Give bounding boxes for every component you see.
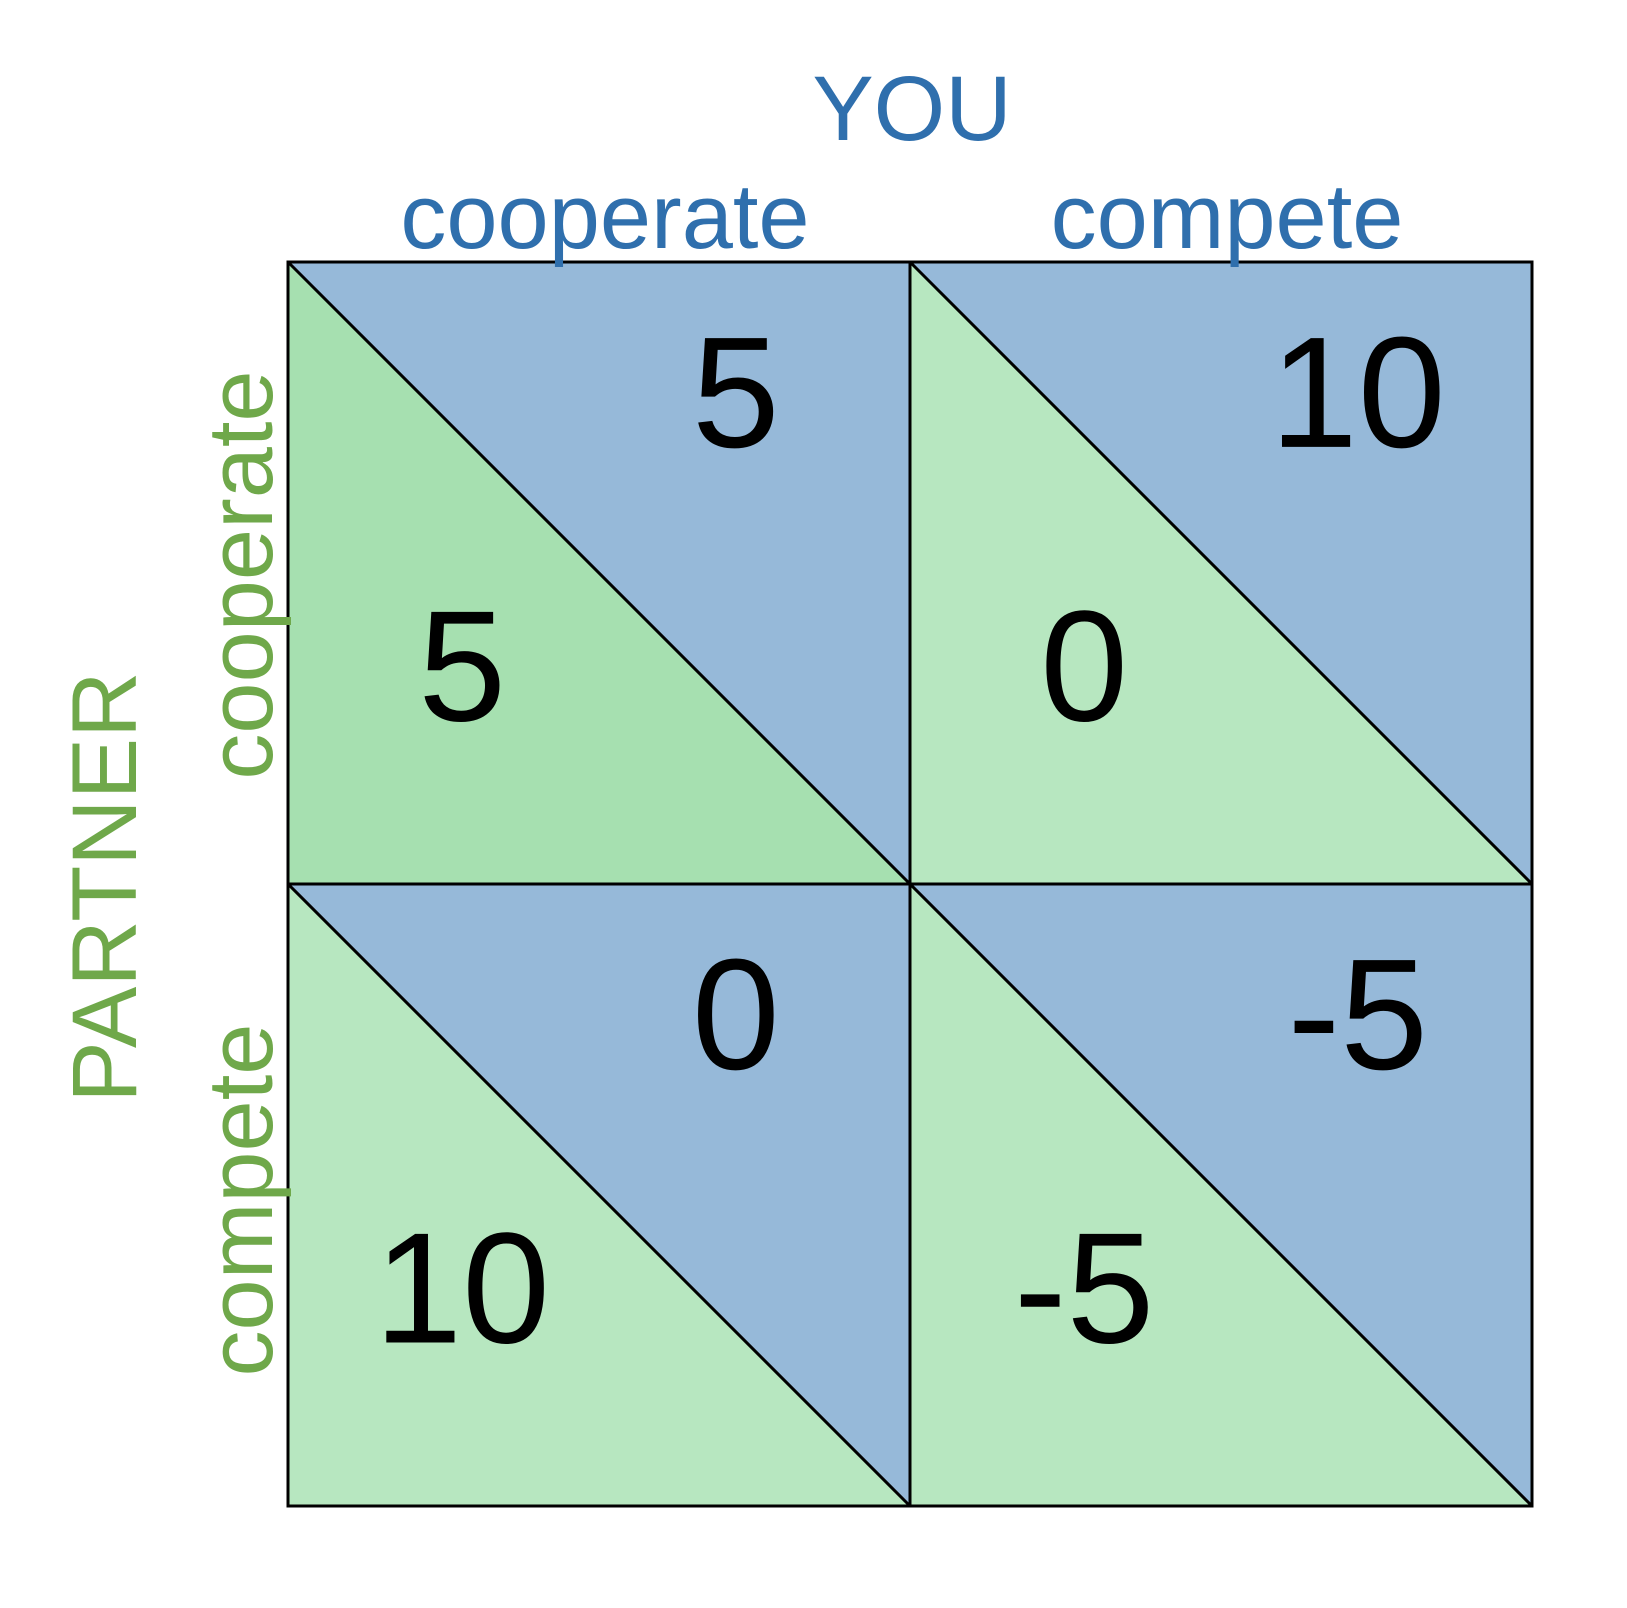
cell-diagonal — [286, 882, 912, 1508]
you-payoff-cooperate-compete: 10 — [1270, 305, 1446, 481]
you-option-compete: compete — [1051, 166, 1404, 268]
partner-option-cooperate: cooperate — [190, 370, 292, 779]
cell-diagonal — [908, 882, 1534, 1508]
matrix-grid — [286, 260, 1534, 1508]
partner-title: PARTNER — [54, 671, 156, 1102]
cell-diagonal — [908, 260, 1534, 886]
cell-diagonal — [286, 260, 912, 886]
you-title: YOU — [812, 58, 1011, 160]
you-option-cooperate: cooperate — [400, 166, 809, 268]
partner-option-compete: compete — [190, 1024, 292, 1377]
partner-payoff-compete-compete: -5 — [1014, 1201, 1155, 1377]
partner-payoff-compete-cooperate: 10 — [374, 1201, 550, 1377]
you-payoff-cooperate-cooperate: 5 — [692, 305, 780, 481]
you-payoff-compete-compete: -5 — [1288, 927, 1429, 1103]
partner-payoff-cooperate-compete: 0 — [1040, 579, 1128, 755]
partner-payoff-cooperate-cooperate: 5 — [418, 579, 506, 755]
you-payoff-compete-cooperate: 0 — [692, 927, 780, 1103]
